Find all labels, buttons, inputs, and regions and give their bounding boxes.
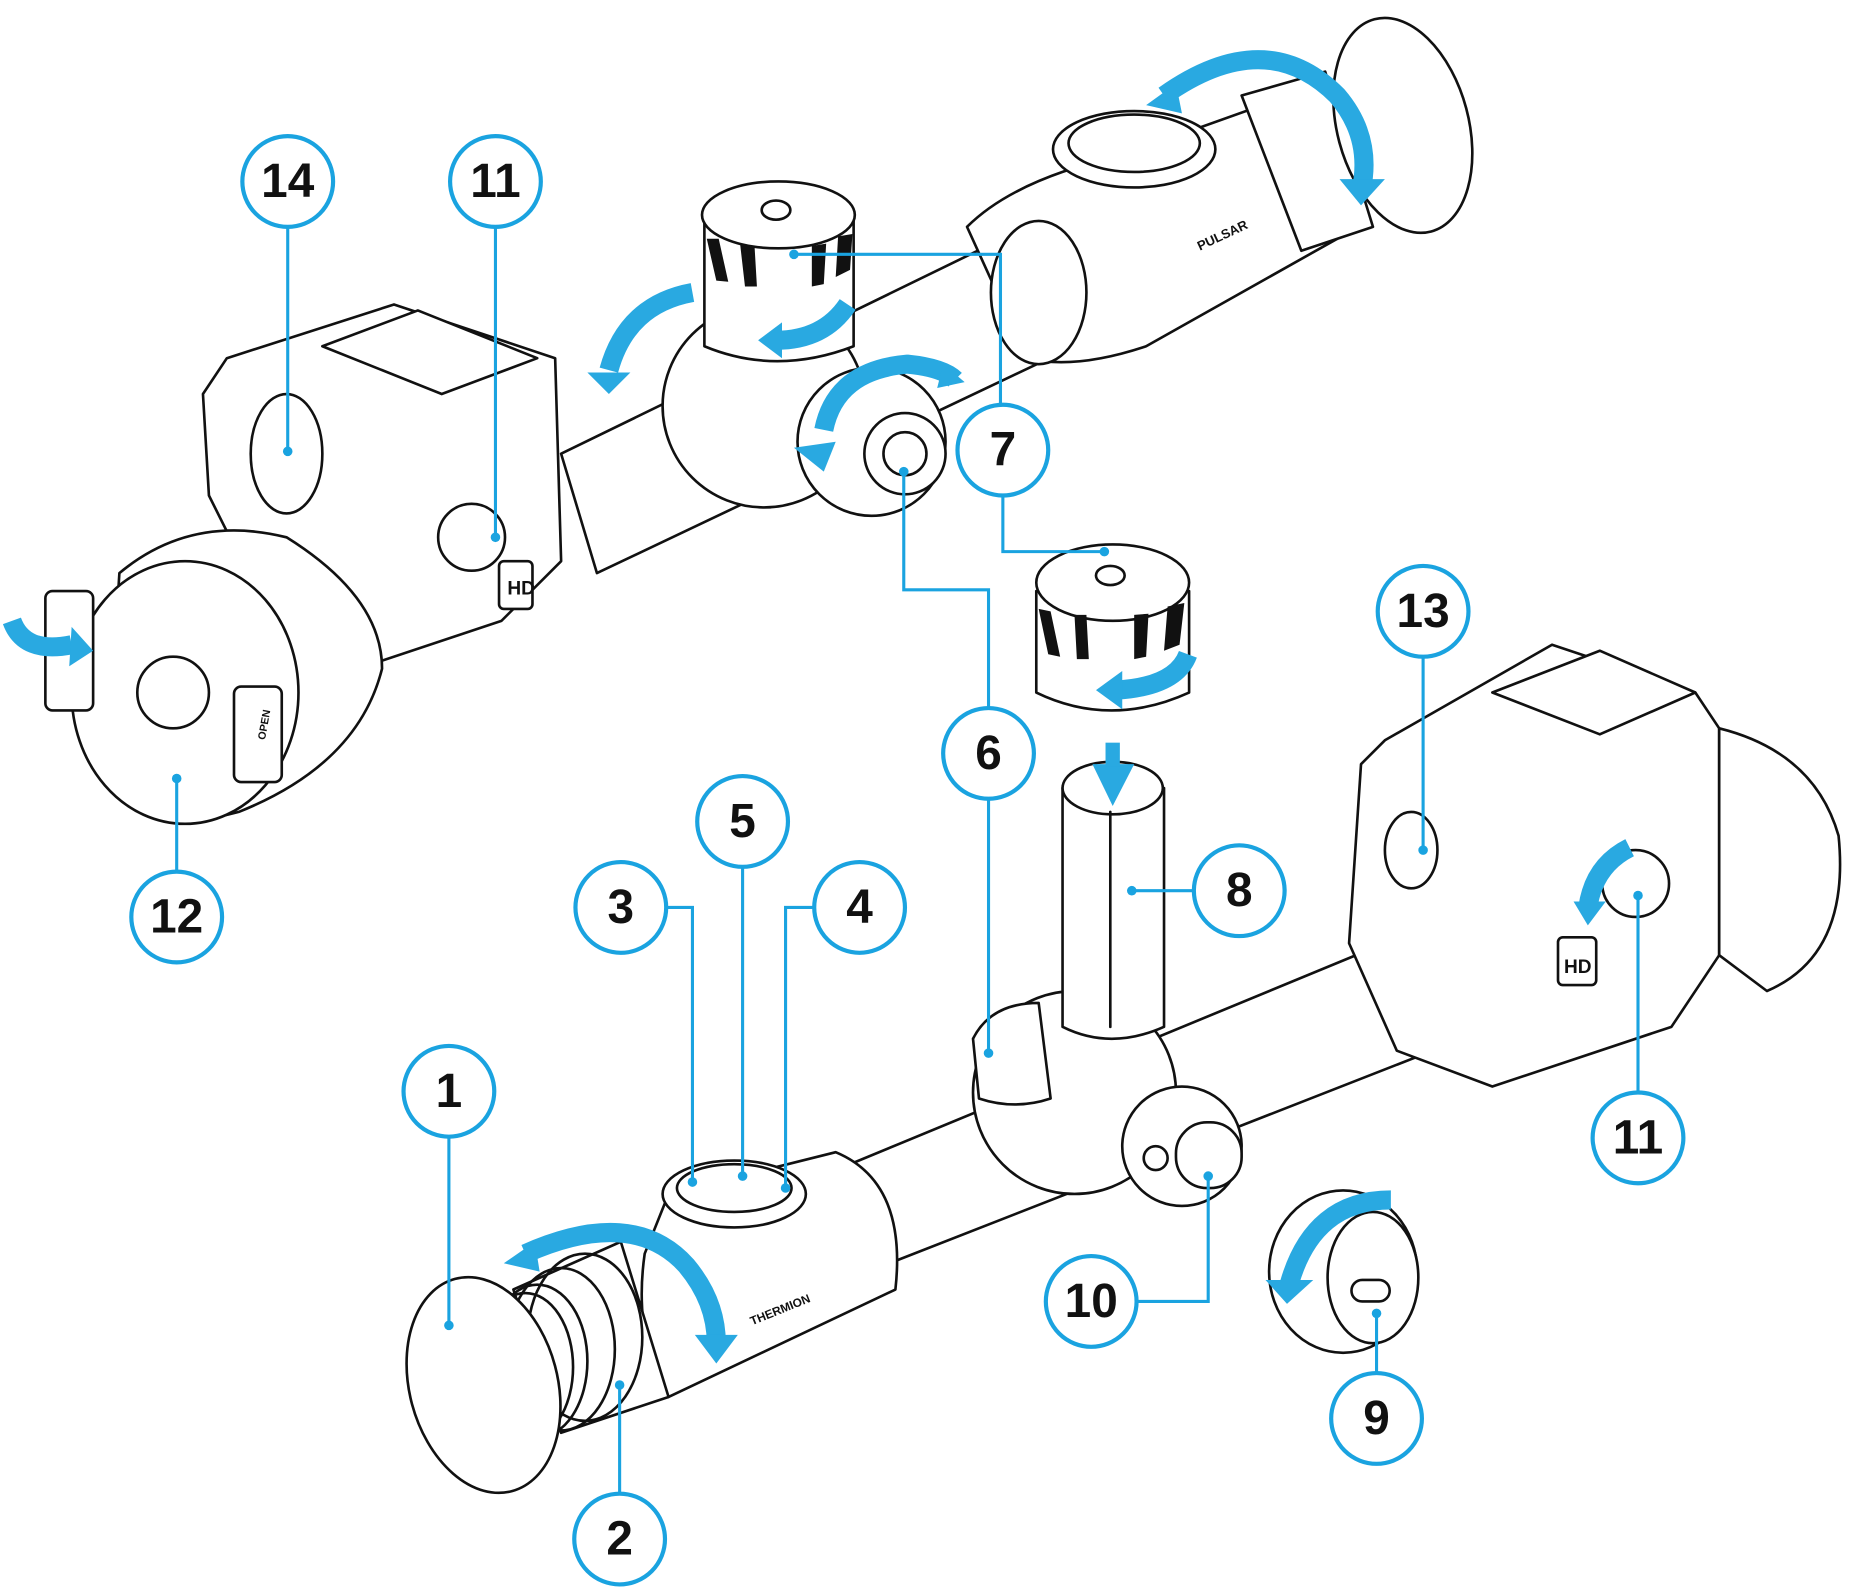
svg-text:HD: HD	[1564, 957, 1592, 978]
callout-1: 1	[401, 1043, 497, 1139]
callout-label: 14	[261, 155, 315, 208]
callout-13: 13	[1375, 563, 1471, 659]
leader-lines	[171, 226, 1643, 1494]
callout-12: 12	[129, 869, 225, 965]
callout-9: 9	[1329, 1370, 1424, 1466]
callout-label: 9	[1363, 1392, 1390, 1445]
callout-6: 6	[941, 705, 1036, 801]
callout-label: 5	[729, 795, 756, 848]
callout-7: 7	[955, 402, 1051, 498]
callout-14: 14	[240, 134, 336, 229]
callout-11-top: 11	[448, 134, 543, 229]
callout-2: 2	[572, 1491, 668, 1587]
callout-label: 11	[1613, 1111, 1663, 1164]
callout-label: 2	[606, 1513, 633, 1566]
lower-scope-illustration: THERMION HD	[405, 543, 1842, 1495]
callout-5: 5	[695, 774, 791, 869]
callout-label: 13	[1397, 585, 1450, 638]
callout-4: 4	[812, 859, 908, 955]
callout-3: 3	[573, 859, 669, 955]
callout-10: 10	[1043, 1253, 1139, 1349]
callout-label: 12	[150, 890, 203, 943]
callout-label: 4	[846, 881, 873, 934]
callout-label: 8	[1226, 864, 1253, 917]
callout-label: 10	[1065, 1275, 1118, 1328]
callout-label: 7	[990, 424, 1017, 477]
svg-text:HD: HD	[507, 579, 535, 600]
upper-scope-illustration: PULSAR HD OPEN	[2, 16, 1474, 826]
callout-label: 11	[470, 155, 520, 208]
callout-8: 8	[1191, 843, 1287, 939]
callout-11-bottom: 11	[1590, 1090, 1686, 1186]
callout-label: 3	[608, 881, 635, 934]
callout-label: 6	[975, 727, 1002, 780]
svg-text:OPEN: OPEN	[256, 709, 273, 741]
callout-label: 1	[436, 1065, 463, 1118]
